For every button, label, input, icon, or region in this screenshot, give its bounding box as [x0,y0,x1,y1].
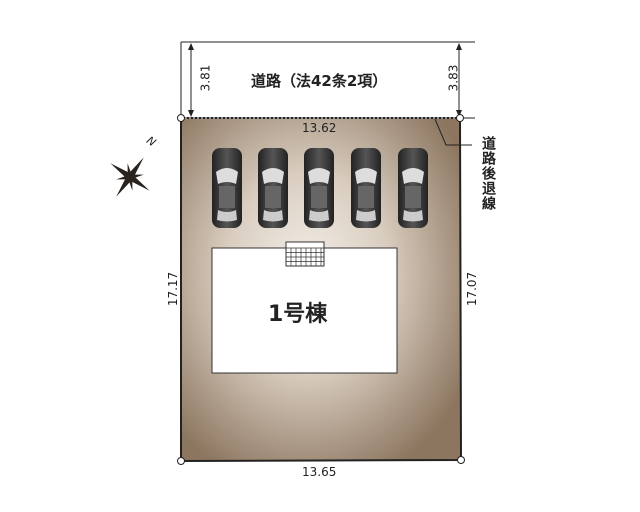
building-label: 1号棟 [268,302,328,327]
setback-label: 道路後退線 [480,136,496,211]
parking-car-icon [258,148,288,228]
setback-leader [434,118,472,146]
lot-left-length: 17.17 [166,271,181,307]
compass-icon [110,157,150,197]
parking-car-icon [212,148,242,228]
road-left-width: 3.81 [198,64,213,92]
lot-right-length: 17.07 [465,271,480,307]
parking-car-icon [351,148,381,228]
entrance-grid [285,241,325,267]
road-label: 道路（法42条2項） [251,72,388,90]
parking-car-icon [398,148,428,228]
building-1 [211,247,398,374]
lot-corners [177,114,465,465]
road-right-width: 3.83 [446,64,461,92]
lot-top-length: 13.62 [302,121,337,135]
lot-bottom-length: 13.65 [302,465,337,479]
parking-car-icon [304,148,334,228]
